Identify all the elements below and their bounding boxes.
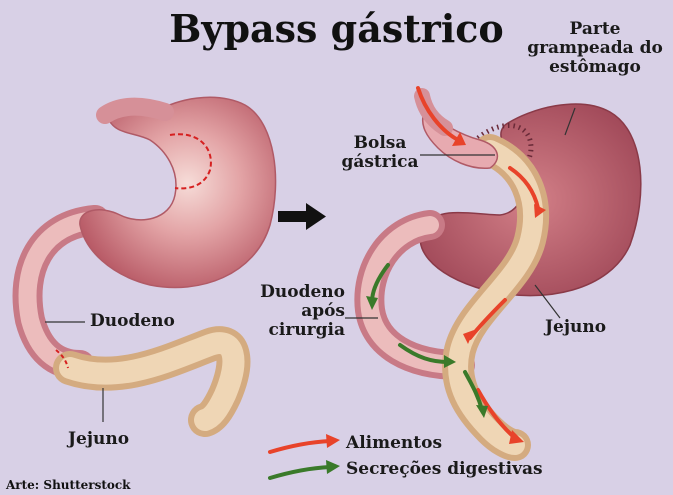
label-bolsa-line2: gástrica: [330, 153, 430, 172]
normal-stomach: [28, 97, 276, 422]
label-duodeno-apos-line2: após: [245, 302, 345, 321]
legend-item-alimentos: Alimentos: [346, 434, 442, 453]
legend-arrows: [270, 434, 340, 478]
label-jejuno-right: Jejuno: [545, 318, 606, 337]
legend-item-secrecoes: Secreções digestivas: [346, 460, 543, 479]
label-parte-line1: Parte: [520, 20, 670, 39]
label-bolsa-gastrica: Bolsa gástrica: [330, 134, 430, 172]
label-parte-line3: estômago: [520, 58, 670, 77]
label-parte-line2: grampeada do: [520, 39, 670, 58]
left-stomach-body: [80, 97, 276, 287]
label-bolsa-line1: Bolsa: [330, 134, 430, 153]
label-duodeno-apos-line3: cirurgia: [245, 321, 345, 340]
label-duodeno-apos-line1: Duodeno: [245, 283, 345, 302]
label-parte-grampeada: Parte grampeada do estômago: [520, 20, 670, 77]
label-duodeno: Duodeno: [90, 312, 175, 331]
label-duodeno-apos-cirurgia: Duodeno após cirurgia: [245, 283, 345, 340]
image-credit: Arte: Shutterstock: [6, 478, 131, 492]
label-jejuno-left: Jejuno: [68, 430, 129, 449]
transition-arrow: [278, 203, 326, 230]
